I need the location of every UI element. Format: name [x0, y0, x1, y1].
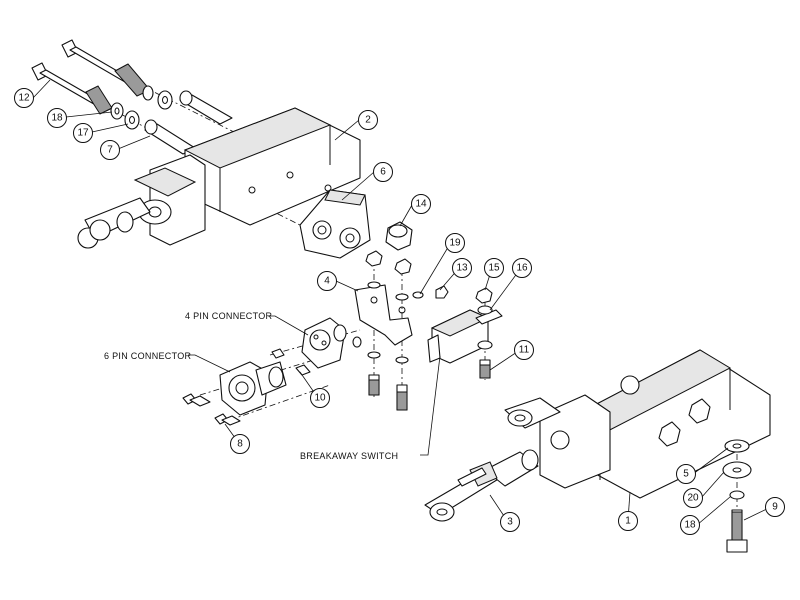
screws — [182, 348, 311, 426]
balloon-9: 9 — [765, 497, 785, 517]
svg-text:18: 18 — [684, 520, 696, 531]
four-pin-connector — [301, 317, 362, 369]
balloon-17: 17 — [73, 123, 93, 143]
balloon-8: 8 — [230, 434, 250, 454]
actuator-housing-lower — [504, 349, 771, 499]
washer-stack-upper — [142, 85, 173, 110]
svg-text:14: 14 — [415, 199, 427, 210]
washer-stack-lower — [110, 102, 140, 130]
hardware-nuts — [365, 250, 449, 364]
svg-text:15: 15 — [488, 263, 500, 274]
svg-text:16: 16 — [516, 263, 528, 274]
balloon-7: 7 — [100, 140, 120, 160]
svg-text:2: 2 — [365, 115, 371, 126]
four-pin-connector-label: 4 PIN CONNECTOR — [185, 311, 273, 321]
actuator-housing-upper — [77, 107, 361, 249]
svg-text:19: 19 — [449, 238, 461, 249]
switch-hardware — [475, 287, 493, 379]
balloon-2: 2 — [358, 110, 378, 130]
balloon-20: 20 — [683, 488, 703, 508]
balloon-12: 12 — [14, 88, 34, 108]
breakaway-switch — [427, 309, 503, 364]
balloon-16: 16 — [512, 258, 532, 278]
shock-absorber — [424, 449, 539, 522]
spacer-tube-upper — [179, 90, 233, 125]
lower-hardware-stack — [722, 439, 752, 553]
balloon-14: 14 — [411, 194, 431, 214]
svg-text:5: 5 — [683, 469, 689, 480]
balloon-10: 10 — [310, 388, 330, 408]
svg-text:20: 20 — [687, 493, 699, 504]
bolt-12-lower — [31, 62, 113, 115]
six-pin-connector-label: 6 PIN CONNECTOR — [104, 351, 192, 361]
switch-bracket — [354, 284, 413, 346]
svg-text:13: 13 — [456, 263, 468, 274]
balloon-5: 5 — [676, 464, 696, 484]
balloon-18-upper: 18 — [47, 108, 67, 128]
svg-text:4: 4 — [324, 276, 330, 287]
coupler-bracket — [299, 189, 371, 259]
svg-text:10: 10 — [314, 393, 326, 404]
balloon-13: 13 — [452, 258, 472, 278]
balloon-11: 11 — [514, 340, 534, 360]
svg-text:7: 7 — [107, 145, 113, 156]
svg-text:18: 18 — [51, 113, 63, 124]
svg-text:12: 12 — [18, 93, 30, 104]
svg-text:3: 3 — [507, 517, 513, 528]
balloon-18-lower: 18 — [680, 515, 700, 535]
svg-text:8: 8 — [237, 439, 243, 450]
balloon-15: 15 — [484, 258, 504, 278]
svg-text:17: 17 — [77, 128, 89, 139]
breakaway-switch-label: BREAKAWAY SWITCH — [300, 451, 398, 461]
balloon-19: 19 — [445, 233, 465, 253]
svg-text:6: 6 — [380, 167, 386, 178]
svg-text:1: 1 — [625, 516, 631, 527]
bracket-bolts — [368, 374, 408, 411]
balloon-1: 1 — [618, 511, 638, 531]
svg-text:9: 9 — [772, 502, 778, 513]
svg-text:11: 11 — [519, 345, 530, 356]
six-pin-connector — [219, 361, 287, 416]
balloon-3: 3 — [500, 512, 520, 532]
balloon-4: 4 — [317, 271, 337, 291]
balloon-6: 6 — [373, 162, 393, 182]
bushing-14 — [385, 221, 413, 251]
